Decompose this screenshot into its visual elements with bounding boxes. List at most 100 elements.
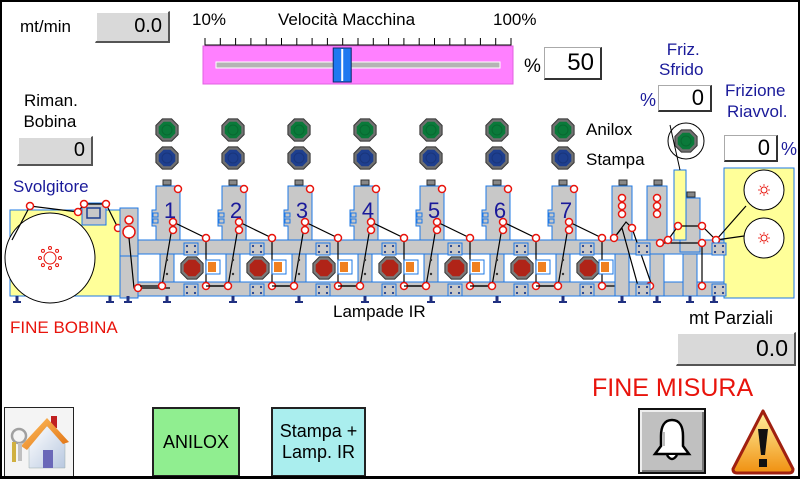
roller <box>234 217 244 227</box>
unit-number: 1 <box>164 198 176 223</box>
roller <box>173 184 183 194</box>
roller <box>627 223 637 233</box>
speed-min-label: 10% <box>192 10 227 29</box>
frame-bolts <box>711 283 727 297</box>
anilox-led-4 <box>353 118 377 142</box>
heater-5 <box>403 259 419 275</box>
speed-percent-symbol: % <box>524 56 541 77</box>
print-ir-button[interactable]: Stampa + Lamp. IR <box>271 407 366 476</box>
roller <box>305 184 315 194</box>
roller <box>553 281 563 291</box>
frame-bolts <box>711 242 727 256</box>
slider-thumb[interactable] <box>332 47 352 83</box>
roller <box>597 281 607 291</box>
roller <box>300 225 310 235</box>
roller <box>239 184 249 194</box>
machine-foot <box>618 296 626 303</box>
frame-bolts <box>315 283 331 297</box>
measure-end-alarm: FINE MISURA <box>592 374 754 402</box>
slider-rail <box>215 61 501 69</box>
roller <box>201 233 211 243</box>
alarm-bell-button[interactable] <box>638 408 706 474</box>
print-led-6 <box>485 146 509 170</box>
frame-bolts <box>447 242 463 256</box>
print-led-7 <box>551 146 575 170</box>
machine-foot <box>361 296 369 303</box>
roller <box>652 209 662 219</box>
frame-bolts <box>249 283 265 297</box>
scrap-friction-label: Friz. Sfrido <box>659 40 703 80</box>
roller <box>421 281 431 291</box>
roller <box>399 233 409 243</box>
machine-foot <box>710 296 718 303</box>
unit-number: 5 <box>428 198 440 223</box>
unit-clamp <box>360 179 370 186</box>
unit-clamp <box>686 191 696 198</box>
roller <box>652 193 662 203</box>
ir-lamp-6 <box>510 256 534 280</box>
ir-lamp-1 <box>180 256 204 280</box>
roller <box>617 193 627 203</box>
roller <box>503 184 513 194</box>
print-led-2 <box>221 146 245 170</box>
speed-slider[interactable] <box>202 32 527 86</box>
frame-bolts <box>183 283 199 297</box>
ir-lamp-5 <box>444 256 468 280</box>
roller <box>697 281 707 291</box>
roller <box>371 184 381 194</box>
roller <box>366 225 376 235</box>
roller <box>531 233 541 243</box>
rewind-reel-1 <box>743 169 785 211</box>
machine-foot <box>653 296 661 303</box>
rewind-friction-label-line1: Frizione <box>725 81 786 100</box>
frame-bolts <box>183 242 199 256</box>
home-button[interactable] <box>4 407 74 476</box>
roller <box>437 184 447 194</box>
roller <box>300 217 310 227</box>
remaining-reel-label-line2: Bobina <box>23 112 77 131</box>
legend-print-label: Stampa <box>586 150 645 169</box>
frame-bolts <box>579 242 595 256</box>
anilox-led-2 <box>221 118 245 142</box>
roller <box>79 199 89 209</box>
anilox-led-6 <box>485 118 509 142</box>
unit-clamp <box>558 179 568 186</box>
roller <box>168 217 178 227</box>
roller <box>101 199 111 209</box>
roller <box>73 207 83 217</box>
anilox-button[interactable]: ANILOX <box>152 407 240 476</box>
machine-foot <box>559 296 567 303</box>
web-path <box>613 221 653 287</box>
roller <box>655 238 665 248</box>
roller <box>597 233 607 243</box>
unit-clamp <box>426 179 436 186</box>
rewind-friction-input[interactable]: 0 <box>724 135 778 162</box>
ir-lamp-7 <box>576 256 600 280</box>
frame-bolts <box>513 283 529 297</box>
remaining-reel-field: 0 <box>17 136 93 166</box>
speed-percent-input[interactable]: 50 <box>544 47 602 80</box>
heater-6 <box>469 259 485 275</box>
remaining-reel-label-line1: Riman. <box>24 91 78 110</box>
rewind-reel-2 <box>743 217 785 259</box>
machine-foot <box>686 296 694 303</box>
rewind-friction-label-line2: Riavvol. <box>727 102 788 121</box>
home-icon <box>10 416 69 469</box>
scrap-friction-input[interactable]: 0 <box>658 85 712 112</box>
roller <box>663 235 673 245</box>
rewind-friction-percent-symbol: % <box>781 139 798 159</box>
scrap-friction-percent-symbol: % <box>640 90 657 110</box>
roller <box>487 281 497 291</box>
anilox-led-3 <box>287 118 311 142</box>
scrap-friction-label-line1: Friz. <box>666 40 700 59</box>
heater-4 <box>337 259 353 275</box>
unwinder-label: Svolgitore <box>13 177 89 196</box>
reel-end-alarm: FINE BOBINA <box>10 318 118 337</box>
unit-number: 7 <box>560 198 572 223</box>
roller <box>133 283 143 293</box>
roller <box>673 221 683 231</box>
unwinder-reel <box>4 212 96 304</box>
scrap-friction-label-line2: Sfrido <box>659 60 704 79</box>
warning-button[interactable] <box>730 407 796 475</box>
roller <box>652 201 662 211</box>
